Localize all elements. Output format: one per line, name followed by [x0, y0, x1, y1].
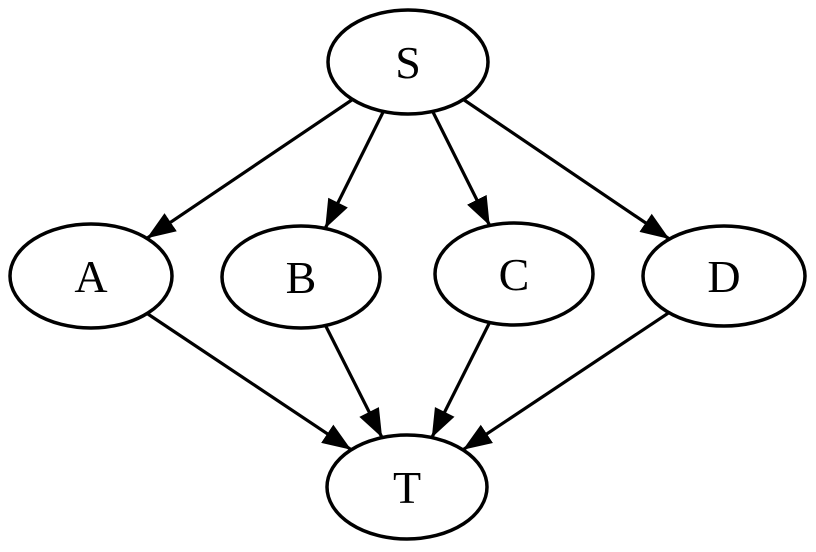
node-S: S: [326, 8, 490, 116]
node-label-T: T: [393, 462, 421, 513]
edge-B-T: [324, 324, 384, 439]
node-label-S: S: [395, 37, 421, 88]
edges-layer: [145, 98, 671, 452]
edge-S-C: [431, 110, 492, 227]
node-D: D: [641, 224, 807, 328]
node-label-A: A: [74, 251, 107, 302]
node-label-B: B: [286, 252, 317, 303]
edge-S-D: [462, 98, 671, 241]
node-ellipse-A: [8, 222, 174, 330]
node-ellipse-S: [326, 8, 490, 116]
node-B: B: [220, 224, 382, 330]
edge-D-T: [462, 311, 670, 452]
edge-C-T: [430, 321, 492, 439]
node-T: T: [325, 433, 489, 541]
node-ellipse-D: [641, 224, 807, 328]
edge-S-B: [323, 110, 385, 230]
node-label-C: C: [499, 249, 530, 300]
node-ellipse-C: [433, 221, 595, 327]
node-C: C: [433, 221, 595, 327]
node-ellipse-B: [220, 224, 382, 330]
node-A: A: [8, 222, 174, 330]
node-label-D: D: [707, 251, 740, 302]
edge-A-T: [146, 312, 353, 452]
edge-S-A: [145, 98, 354, 240]
nodes-layer: S A B C D T: [8, 8, 807, 541]
node-ellipse-T: [325, 433, 489, 541]
